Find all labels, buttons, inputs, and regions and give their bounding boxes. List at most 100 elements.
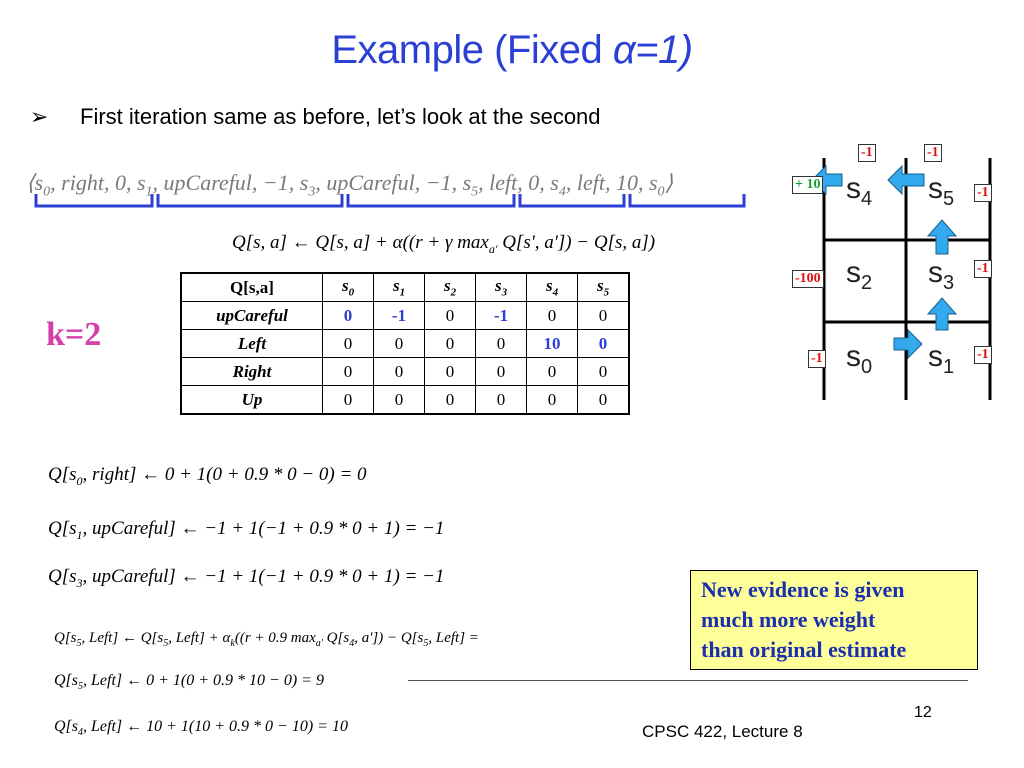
eq-part: , upCareful] ← −1 + 1(−1 + 0.9 * 0 + 1) … [82,566,445,587]
q-cell: 0 [475,385,527,415]
q-cell: 0 [424,329,476,358]
seq-sub: 4 [558,184,566,200]
q-cell: 0 [577,301,630,330]
title-alpha: α=1) [612,28,693,72]
q-cell: -1 [475,301,527,330]
bullet-line: ➢ First iteration same as before, let’s l… [30,104,601,130]
rule-sub: a' [488,241,498,256]
eq-part: , upCareful] ← −1 + 1(−1 + 0.9 * 0 + 1) … [82,518,445,539]
q-cell: 0 [475,329,527,358]
eq-part: , Left] ← 0 + 1(0 + 0.9 * 10 − 0) = 9 [83,672,324,689]
arrow-s0-to-s1 [893,328,923,360]
bullet-arrow-icon: ➢ [30,104,49,129]
seq-sub: 0 [657,184,665,200]
eq-sub: 1 [76,527,83,542]
q-cell: 0 [322,329,374,358]
eq-part: Q[s [48,566,77,587]
rule-part: Q[s', a']) − Q[s, a]) [497,232,656,253]
state-s5: s5 [928,172,955,210]
eq-part: , right] ← 0 + 1(0 + 0.9 * 0 − 0) = 0 [82,464,367,485]
reward-s0-left: -1 [808,350,826,368]
bracket-2 [156,194,344,208]
q-cell: 0 [577,357,630,386]
divider-line [408,680,968,681]
state-s2: s2 [846,256,873,294]
eq-part: , Left] = [428,630,479,646]
col-s4: s4 [526,272,578,302]
experience-sequence: ⟨s0, right, 0, s1, upCareful, −1, s3, up… [26,170,673,200]
col-sub: 3 [501,286,508,299]
page-number: 12 [914,704,932,721]
equation-s3-upcareful: Q[s3, upCareful] ← −1 + 1(−1 + 0.9 * 0 +… [48,566,444,591]
q-cell: 0 [526,357,578,386]
eq-part: Q[s [54,672,79,689]
evidence-line: much more weight [701,607,876,632]
q-cell: -1 [373,301,425,330]
eq-sub: 3 [76,575,83,590]
bracket-3 [346,194,516,208]
title-main: Example (Fixed [331,28,613,72]
eq-part: Q[s [48,518,77,539]
eq-part: , Left] ← Q[s [81,630,164,646]
col-sub: 5 [603,286,610,299]
equation-s5-left-rule: Q[s5, Left] ← Q[s5, Left] + αk((r + 0.9 … [54,630,479,649]
equation-s1-upcareful: Q[s1, upCareful] ← −1 + 1(−1 + 0.9 * 0 +… [48,518,444,543]
seq-sub: 0 [43,184,51,200]
col-s3: s3 [475,272,527,302]
reward-s5-right: -1 [974,184,992,202]
sequence-brackets [34,194,746,208]
eq-sub: 5 [76,638,82,649]
bullet-text: First iteration same as before, let’s lo… [80,104,601,129]
col-s5: s5 [577,272,630,302]
eq-part: , a']) − Q[s [354,630,424,646]
state-s1: s1 [928,340,955,378]
q-cell: 10 [526,329,578,358]
q-row-label: upCareful [180,301,323,330]
eq-sub: k [230,638,235,649]
seq-part: , upCareful, −1, s [315,170,472,195]
evidence-callout: New evidence is given much more weight t… [690,570,978,670]
eq-sub: 4 [78,727,84,739]
eq-part: , Left] + α [168,630,231,646]
reward-top-left: -1 [858,144,876,162]
eq-sub: a' [315,638,323,649]
q-cell: 0 [424,357,476,386]
q-row-label: Up [180,385,323,415]
col-s: s [596,276,604,296]
eq-sub: 5 [78,681,84,693]
state-s0: s0 [846,340,873,378]
col-s: s [494,276,502,296]
seq-sub: 3 [308,184,316,200]
eq-sub: 4 [349,638,355,649]
col-s1: s1 [373,272,425,302]
eq-sub: 5 [423,638,429,649]
eq-part: Q[s [322,630,350,646]
state-s3: s3 [928,256,955,294]
eq-sub: 5 [163,638,169,649]
eq-part: Q[s [54,718,79,735]
footer-text: CPSC 422, Lecture 8 [642,722,803,741]
col-s: s [341,276,349,296]
q-cell: 0 [373,329,425,358]
arrow-s3-to-s5 [926,219,958,255]
q-cell: 0 [322,301,374,330]
rule-part: Q[s, a] ← Q[s, a] + α((r + γ max [232,232,489,253]
seq-part: , left, 10, s [565,170,658,195]
reward-s3-right: -1 [974,260,992,278]
col-sub: 1 [399,286,406,299]
reward-top-right: -1 [924,144,942,162]
arrow-s5-to-s4 [887,164,925,196]
q-cell: 0 [526,385,578,415]
state-s4: s4 [846,172,873,210]
seq-sub: 1 [145,184,153,200]
q-row-label: Right [180,357,323,386]
seq-part: , right, 0, s [50,170,146,195]
seq-sub: 5 [471,184,479,200]
eq-part: Q[s [48,464,77,485]
seq-part: ⟨s [26,170,44,195]
q-table-corner: Q[s,a] [180,272,323,302]
reward-s1-right: -1 [974,346,992,364]
